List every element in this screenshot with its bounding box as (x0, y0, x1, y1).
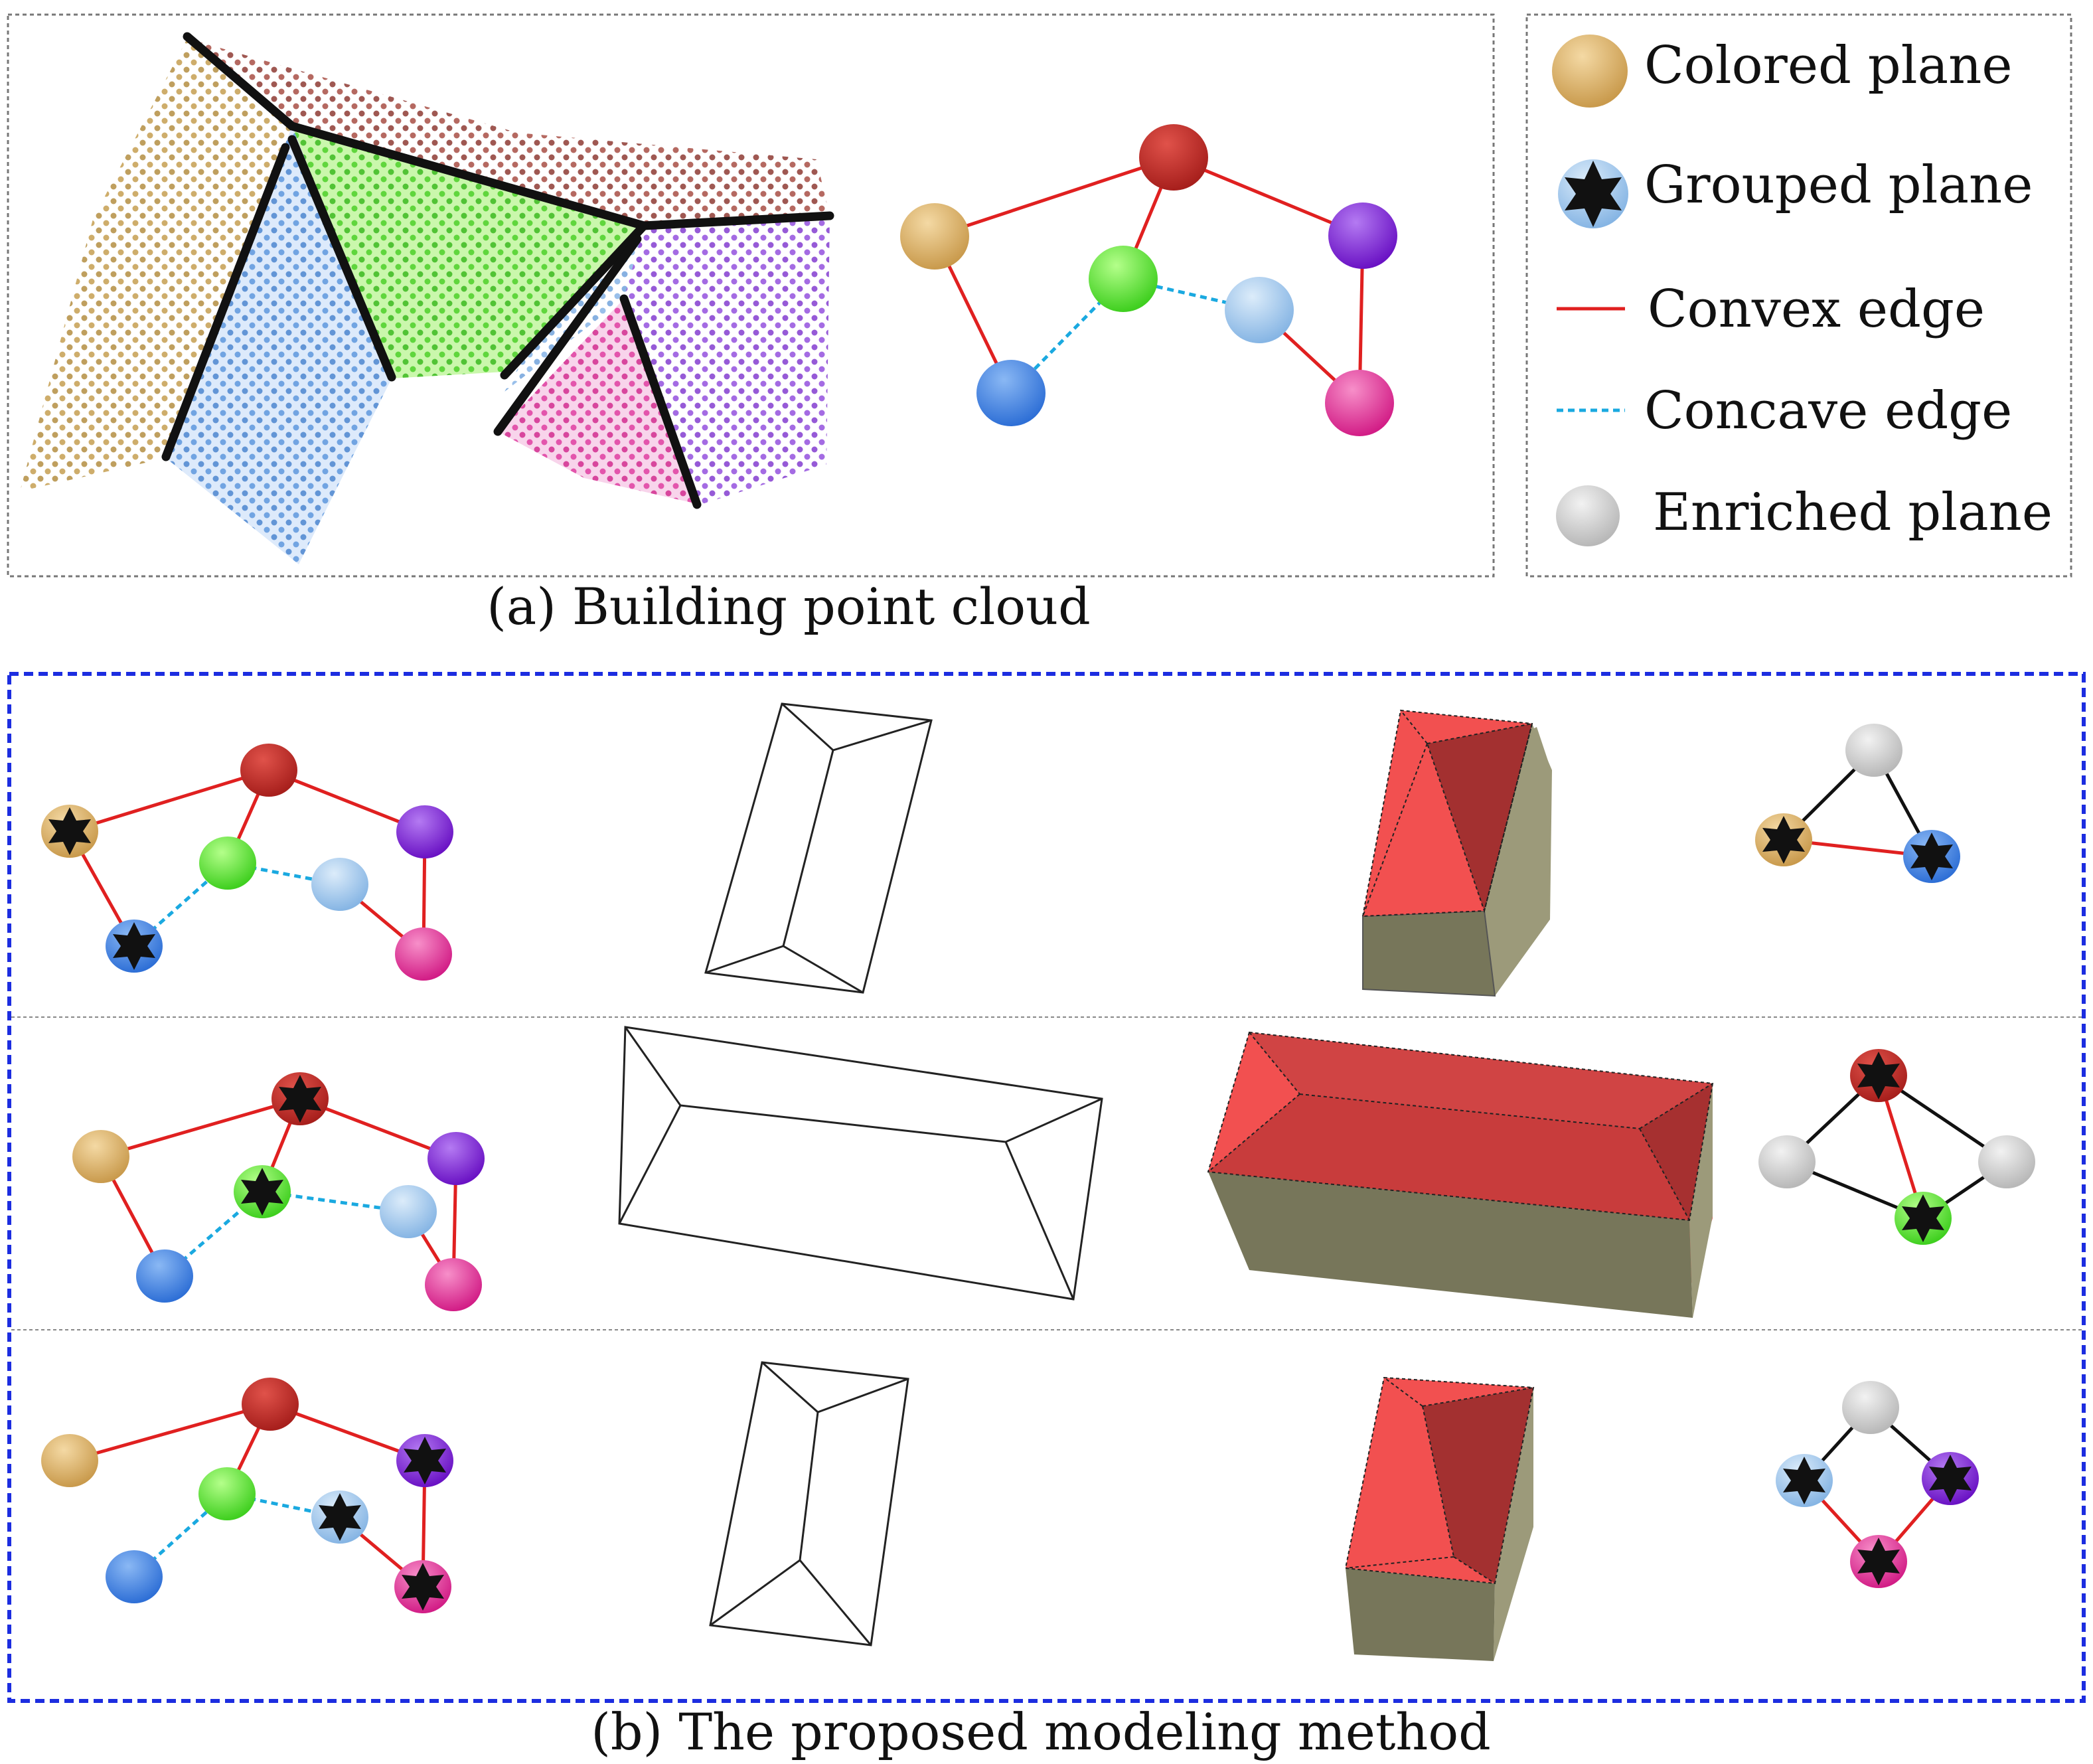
grouped-star-icon (319, 1493, 361, 1541)
point-cloud-red-plane (187, 39, 830, 226)
point-cloud-tan-plane (20, 39, 292, 491)
panel-a-graph (900, 124, 1397, 436)
row2-enriched-graph (1758, 1049, 2035, 1245)
row2-node-purple (427, 1132, 485, 1185)
panel-b-frame (7, 672, 2086, 1703)
row3-node-blue (106, 1550, 163, 1603)
caption-b: (b) The proposed modeling method (591, 1702, 1491, 1761)
legend-concave-edge-label: Concave edge (1644, 381, 2012, 441)
row3-3d-model (1344, 1376, 1535, 1661)
row2-node-pink (425, 1258, 482, 1311)
grouped-star-icon (1857, 1538, 1900, 1585)
node-blue (976, 360, 1046, 426)
grouped-star-icon (404, 1437, 446, 1484)
grouped-star-icon (113, 922, 155, 970)
grouped-star-icon (1783, 1457, 1825, 1504)
row3-enriched-graph (1776, 1381, 1979, 1588)
row2-wireframe (618, 1026, 1103, 1301)
panel-a-frame (7, 13, 1495, 578)
row1-node-green (199, 837, 256, 890)
row2-enriched-gray-left (1758, 1135, 1816, 1188)
legend: Colored plane Grouped plane Convex edge … (1552, 35, 2053, 546)
row2-node-tan (72, 1130, 129, 1183)
grouped-star-icon (1565, 161, 1622, 227)
legend-colored-plane-label: Colored plane (1644, 36, 2013, 96)
row1-enriched-gray-node (1845, 724, 1902, 777)
row1-wireframe (704, 702, 933, 994)
legend-enriched-plane-icon (1556, 485, 1620, 546)
legend-colored-plane-icon (1552, 35, 1628, 108)
node-red (1139, 124, 1208, 191)
row1-node-lightblue (311, 858, 368, 911)
node-tan (900, 203, 969, 270)
grouped-star-icon (1857, 1052, 1900, 1099)
grouped-star-icon (402, 1563, 444, 1611)
row1-3d-model (1348, 709, 1552, 999)
grouped-star-icon (279, 1075, 321, 1123)
node-pink (1325, 370, 1394, 436)
building-point-cloud (20, 32, 834, 564)
row3-wireframe (709, 1361, 909, 1646)
row3-graph (41, 1378, 453, 1613)
row2-enriched-gray-right (1978, 1135, 2035, 1188)
row1-node-pink (395, 927, 452, 981)
row1-enriched-graph (1755, 724, 1960, 883)
row3-enriched-gray-node (1842, 1381, 1899, 1434)
node-lightblue (1225, 277, 1294, 343)
legend-enriched-plane-label: Enriched plane (1653, 483, 2053, 542)
legend-grouped-plane-label: Grouped plane (1644, 155, 2033, 215)
grouped-star-icon (1929, 1455, 1972, 1502)
row1-node-red (240, 744, 297, 797)
row3-node-red (242, 1378, 299, 1431)
row3-node-green (198, 1467, 256, 1520)
node-purple (1328, 202, 1397, 269)
row2-node-lightblue (380, 1185, 437, 1238)
row2-graph (72, 1072, 485, 1311)
row1-node-purple (396, 805, 453, 858)
row2-3d-model (1207, 1031, 1714, 1318)
caption-a: (a) Building point cloud (487, 577, 1090, 636)
grouped-star-icon (1910, 833, 1953, 880)
grouped-star-icon (1762, 816, 1805, 864)
row2-node-blue (136, 1249, 193, 1303)
legend-frame (1525, 13, 2072, 578)
row3-node-tan (41, 1434, 98, 1487)
grouped-star-icon (1902, 1194, 1944, 1242)
row1-graph (41, 744, 453, 981)
grouped-star-icon (241, 1168, 283, 1216)
legend-convex-edge-label: Convex edge (1648, 280, 1985, 339)
node-green (1089, 246, 1158, 312)
grouped-star-icon (48, 807, 91, 855)
point-cloud-pink-plane (498, 299, 700, 505)
